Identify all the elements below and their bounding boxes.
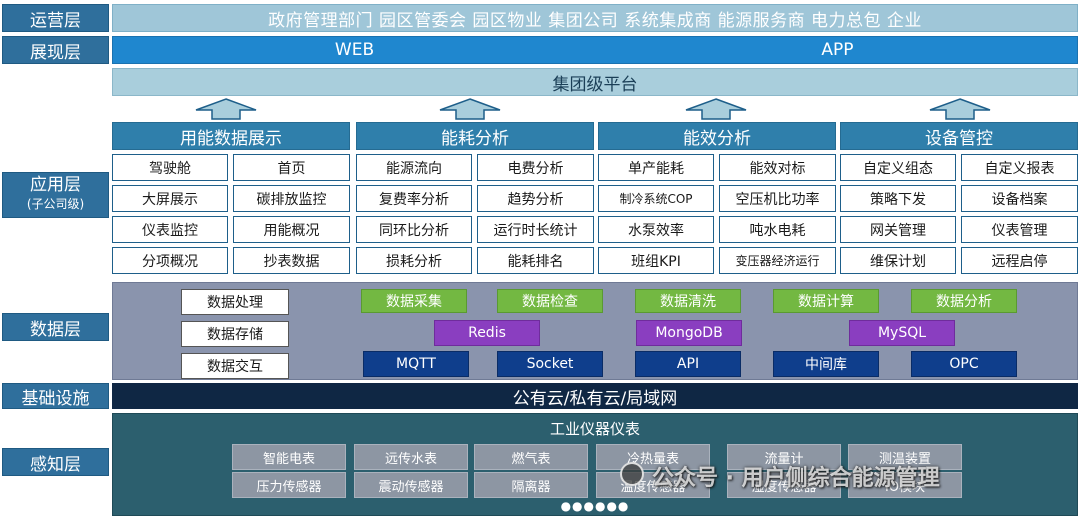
function-box: 驾驶舱 [112, 154, 228, 181]
database-box: Redis [434, 320, 540, 346]
layer-label-subtext: (子公司级) [26, 197, 85, 211]
layer-label-operation: 运营层 [2, 4, 109, 32]
function-box: 变压器经济运行 [719, 247, 836, 274]
function-box: 网关管理 [840, 216, 956, 243]
database-box: MongoDB [636, 320, 742, 346]
watermark: 公众号 · 用户侧综合能源管理 [652, 466, 940, 491]
function-box: 能源流向 [356, 154, 472, 181]
function-box: 设备档案 [961, 185, 1078, 212]
sensor-box: 冷热量表 [596, 444, 710, 470]
operation-bar: 政府管理部门 园区管委会 园区物业 集团公司 系统集成商 能源服务商 电力总包 … [112, 4, 1078, 32]
sensor-box: 流量计 [727, 444, 841, 470]
function-box: 吨水电耗 [719, 216, 836, 243]
layer-label-text: 运营层 [30, 10, 81, 31]
sensor-box: IO模块 [848, 472, 962, 498]
interface-box: MQTT [363, 351, 469, 377]
sensor-box: 隔离器 [474, 472, 588, 498]
function-box: 制冷系统COP [598, 185, 714, 212]
layer-label-text: 感知层 [30, 454, 81, 475]
interface-box: API [635, 351, 741, 377]
data-step-box: 数据检查 [497, 289, 603, 313]
function-box: 班组KPI [598, 247, 714, 274]
function-box: 仪表管理 [961, 216, 1078, 243]
function-box: 同环比分析 [356, 216, 472, 243]
function-box: 自定义组态 [840, 154, 956, 181]
data-step-box: 数据计算 [773, 289, 879, 313]
interface-box: Socket [497, 351, 603, 377]
data-process-box: 数据处理 [181, 289, 289, 315]
presentation-app: APP [821, 40, 854, 60]
infrastructure-bar: 公有云/私有云/局域网 [112, 383, 1078, 409]
function-box: 空压机比功率 [719, 185, 836, 212]
module-title: 用能数据展示 [112, 122, 350, 150]
function-box: 能耗排名 [477, 247, 594, 274]
function-box: 远程启停 [961, 247, 1078, 274]
up-arrow-icon [438, 98, 502, 120]
module-title: 设备管控 [840, 122, 1078, 150]
function-box: 抄表数据 [233, 247, 350, 274]
layer-label-application: 应用层 (子公司级) [2, 172, 109, 218]
module-title: 能耗分析 [356, 122, 594, 150]
function-box: 用能概况 [233, 216, 350, 243]
function-box: 策略下发 [840, 185, 956, 212]
function-box: 复费率分析 [356, 185, 472, 212]
sensor-box: 智能电表 [232, 444, 346, 470]
wechat-icon [620, 462, 644, 486]
up-arrow-icon [928, 98, 992, 120]
layer-label-perception: 感知层 [2, 448, 109, 476]
function-box: 水泵效率 [598, 216, 714, 243]
function-box: 能效对标 [719, 154, 836, 181]
layer-label-text: 基础设施 [21, 388, 90, 409]
data-step-box: 数据采集 [361, 289, 467, 313]
layer-label-text: 展现层 [30, 42, 81, 63]
presentation-bar: WEB APP [112, 36, 1078, 64]
function-box: 仪表监控 [112, 216, 228, 243]
data-process-box: 数据交互 [181, 353, 289, 379]
interface-box: OPC [911, 351, 1017, 377]
function-box: 运行时长统计 [477, 216, 594, 243]
operation-text: 政府管理部门 园区管委会 园区物业 集团公司 系统集成商 能源服务商 电力总包 … [268, 10, 922, 31]
function-box: 首页 [233, 154, 350, 181]
function-box: 碳排放监控 [233, 185, 350, 212]
function-box: 趋势分析 [477, 185, 594, 212]
function-box: 维保计划 [840, 247, 956, 274]
sensor-box: 压力传感器 [232, 472, 346, 498]
function-box: 单产能耗 [598, 154, 714, 181]
sensor-box: 湿度传感器 [727, 472, 841, 498]
layer-label-text: 数据层 [30, 319, 81, 340]
infrastructure-text: 公有云/私有云/局域网 [512, 388, 678, 409]
module-title: 能效分析 [598, 122, 836, 150]
up-arrow-icon [684, 98, 748, 120]
sensor-box: 燃气表 [474, 444, 588, 470]
up-arrow-icon [194, 98, 258, 120]
presentation-web: WEB [334, 40, 375, 60]
function-box: 自定义报表 [961, 154, 1078, 181]
function-box: 分项概况 [112, 247, 228, 274]
platform-bar: 集团级平台 [112, 68, 1078, 96]
sensor-box: 远传水表 [354, 444, 468, 470]
function-box: 损耗分析 [356, 247, 472, 274]
perception-title: 工业仪器仪表 [549, 419, 640, 438]
database-box: MySQL [849, 320, 955, 346]
sensor-box: 测温装置 [848, 444, 962, 470]
layer-label-text: 应用层 [30, 175, 81, 195]
platform-text: 集团级平台 [552, 74, 638, 95]
sensor-box: 震动传感器 [354, 472, 468, 498]
function-box: 大屏展示 [112, 185, 228, 212]
data-step-box: 数据分析 [911, 289, 1017, 313]
layer-label-presentation: 展现层 [2, 36, 109, 64]
layer-label-infrastructure: 基础设施 [2, 383, 109, 409]
layer-label-data: 数据层 [2, 313, 109, 341]
more-dots: ●●●●●● [560, 499, 630, 513]
interface-box: 中间库 [773, 351, 879, 377]
data-step-box: 数据清洗 [635, 289, 741, 313]
function-box: 电费分析 [477, 154, 594, 181]
data-process-box: 数据存储 [181, 321, 289, 347]
